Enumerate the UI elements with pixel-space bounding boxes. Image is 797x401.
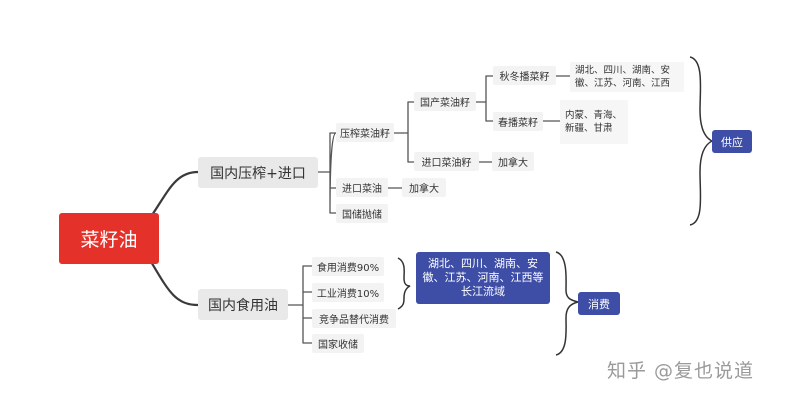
watermark-text: 知乎 @复也说道: [607, 360, 755, 382]
crush-seed-node: 压榨菜油籽: [336, 123, 394, 142]
demand-branch-node: 国内食用油: [198, 289, 288, 320]
import-oil-node: 进口菜油: [336, 178, 388, 197]
supply-brace: [689, 56, 714, 226]
spring-regions-node: 内蒙、青海、新疆、甘肃: [560, 100, 628, 144]
connector-crush: [393, 101, 415, 163]
connector-demand: [287, 265, 313, 344]
import-seed-node: 进口菜油籽: [414, 152, 479, 171]
root-node: 菜籽油: [59, 213, 159, 264]
autumn-seed-node: 秋冬播菜籽: [493, 66, 556, 85]
demand-regions-node: 湖北、四川、湖南、安徽、江苏、河南、江西等长江流域: [416, 252, 550, 304]
connector-root-supply: [148, 170, 200, 220]
connector-root-demand: [148, 258, 200, 307]
supply-label: 供应: [712, 130, 752, 153]
state-purchase-node: 国家收储: [312, 334, 364, 353]
domestic-seed-node: 国产菜油籽: [414, 92, 476, 111]
import-oil-origin-node: 加拿大: [402, 178, 446, 197]
substitute-consumption-node: 竞争品替代消费: [312, 309, 396, 328]
supply-branch-node: 国内压榨+进口: [198, 157, 318, 188]
connector-supply: [317, 132, 337, 214]
autumn-regions-node: 湖北、四川、湖南、安徽、江苏、河南、江西: [570, 62, 684, 92]
demand-small-brace: [397, 257, 411, 310]
demand-brace: [555, 251, 579, 356]
import-seed-origin-node: 加拿大: [492, 152, 534, 171]
state-reserve-release-node: 国储抛储: [336, 204, 388, 223]
demand-label: 消费: [578, 292, 620, 315]
spring-seed-node: 春播菜籽: [493, 112, 543, 131]
connector-domestic: [475, 75, 494, 122]
industrial-consumption-node: 工业消费10%: [312, 283, 384, 302]
food-consumption-node: 食用消费90%: [312, 257, 384, 276]
